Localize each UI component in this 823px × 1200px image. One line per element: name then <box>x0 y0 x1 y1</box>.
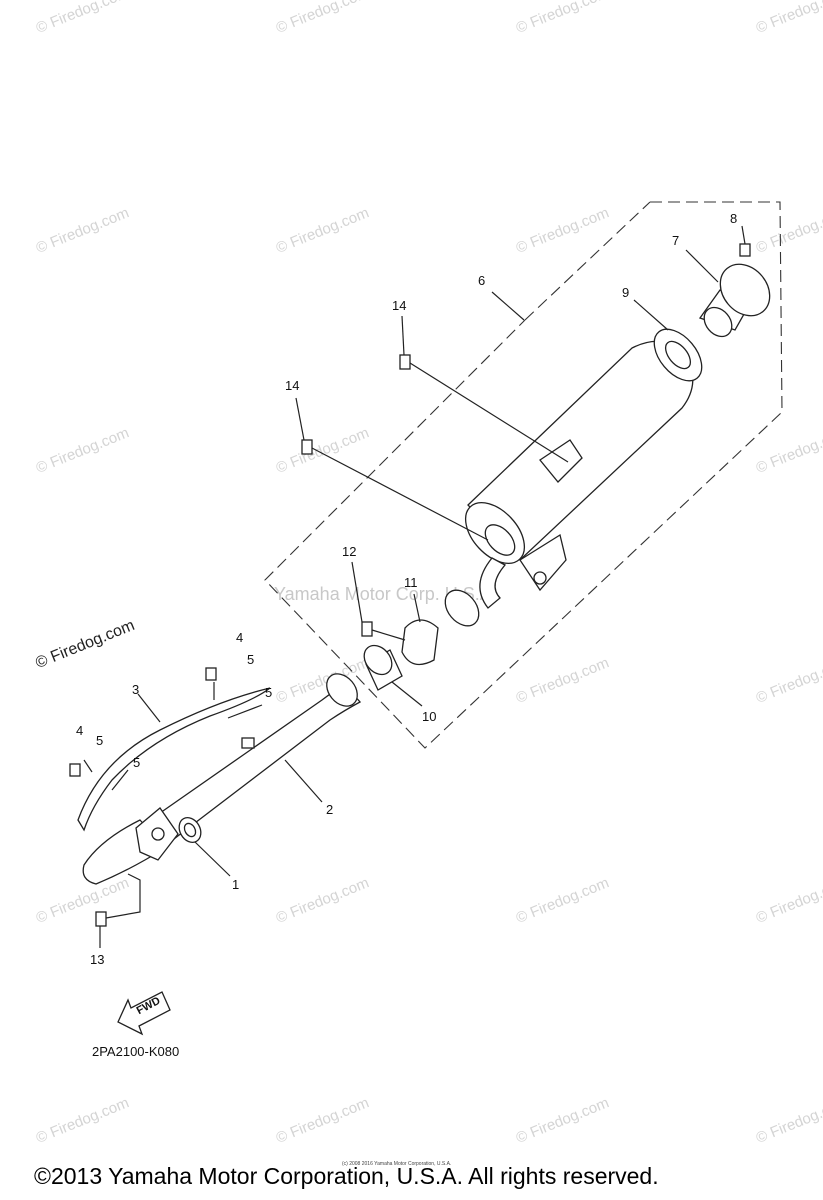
bolt-14-upper <box>399 354 411 370</box>
callout-5-right: 5 <box>265 685 273 700</box>
callout-14-upper: 14 <box>392 298 407 313</box>
leader-12 <box>371 629 406 641</box>
leader-5-left <box>83 759 93 773</box>
leader-10 <box>391 681 423 707</box>
bolt-4-upper <box>205 667 217 681</box>
copyright-footer: ©2013 Yamaha Motor Corporation, U.S.A. A… <box>34 1163 659 1189</box>
callout-4-lower: 4 <box>76 723 84 738</box>
callout-3: 3 <box>132 682 140 697</box>
leader-5-right <box>227 704 263 719</box>
muffler <box>464 340 694 609</box>
exhaust-pipe <box>82 673 362 885</box>
bolt-13 <box>95 911 107 927</box>
leader-6 <box>491 291 525 321</box>
leader-2 <box>284 759 323 803</box>
callout-9: 9 <box>622 285 630 300</box>
leader-11 <box>413 593 421 623</box>
leader-5-mid <box>111 769 129 791</box>
bolt-14-lower <box>301 439 313 455</box>
tail-pipe <box>698 243 771 338</box>
callout-5-upper: 5 <box>247 652 255 667</box>
callout-4-upper: 4 <box>236 630 244 645</box>
outlet-joint <box>444 589 480 627</box>
fwd-arrow <box>117 991 171 1036</box>
callout-1: 1 <box>232 877 240 892</box>
assembly-boundary <box>264 201 783 749</box>
leader-14-upper <box>409 362 569 463</box>
leader-1 <box>194 841 231 877</box>
callout-11: 11 <box>404 575 418 590</box>
leader-14-lower-label <box>295 397 305 441</box>
callout-5-mid: 5 <box>133 755 141 770</box>
leader-14-upper-label <box>401 315 405 356</box>
callout-6: 6 <box>478 273 486 288</box>
clamp <box>401 619 439 666</box>
small-copyright: (c) 2008 2016 Yamaha Motor Corporation, … <box>342 1161 452 1167</box>
callout-14-lower: 14 <box>285 378 300 393</box>
leader-7 <box>685 249 719 283</box>
leader-13 <box>105 873 141 919</box>
leader-9 <box>633 299 669 331</box>
gasket-hole <box>664 340 692 370</box>
callout-5-left: 5 <box>96 733 104 748</box>
assembly-boundary-edge <box>524 201 651 321</box>
callout-7: 7 <box>672 233 680 248</box>
callout-10: 10 <box>422 709 437 724</box>
callout-13: 13 <box>90 952 105 967</box>
callout-12: 12 <box>342 544 357 559</box>
leader-14-lower <box>311 447 489 541</box>
leader-8 <box>741 225 746 245</box>
callout-8: 8 <box>730 211 738 226</box>
diagram-code: 2PA2100-K080 <box>92 1044 180 1059</box>
ghost-watermark: Yamaha Motor Corp. U.S.A. <box>274 584 497 604</box>
callout-2: 2 <box>326 802 334 817</box>
bolt-4-lower <box>69 763 81 777</box>
leader-3 <box>137 693 161 723</box>
clamp-bolt <box>361 621 373 637</box>
heat-protector <box>77 687 271 832</box>
leader-12-label <box>351 561 363 623</box>
